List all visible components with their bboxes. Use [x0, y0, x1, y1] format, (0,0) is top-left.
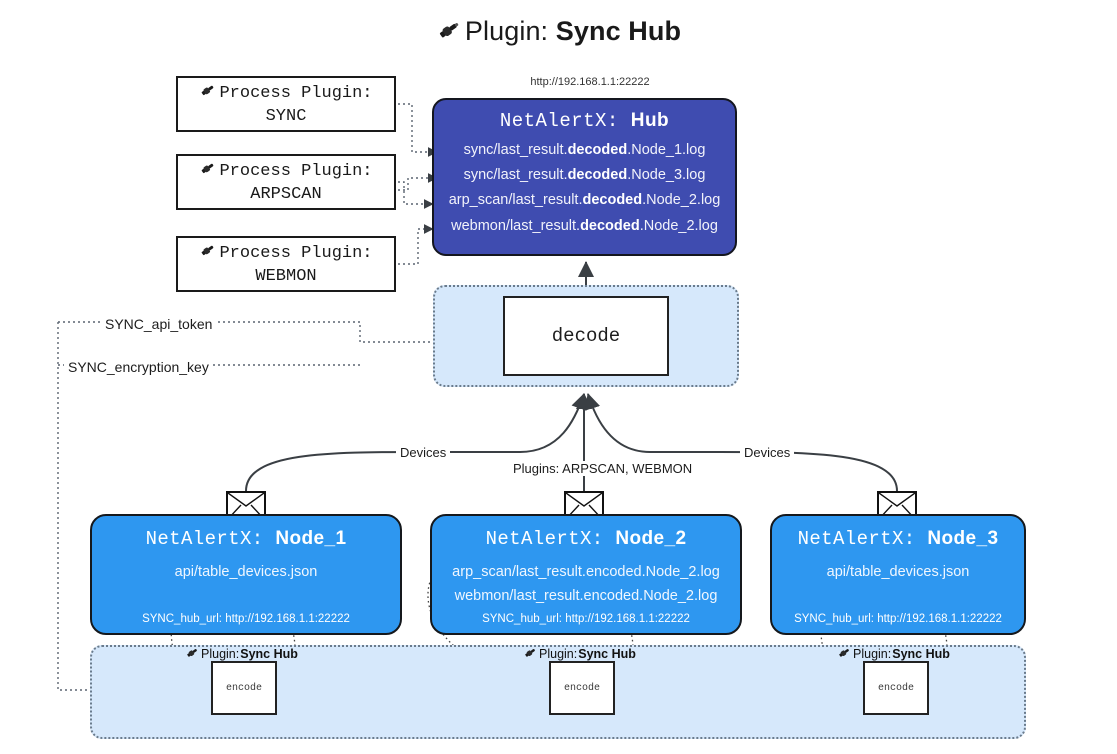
node-log-line: api/table_devices.json: [174, 564, 318, 580]
log-pre: sync/last_result.: [463, 142, 568, 158]
process-plugin-arpscan[interactable]: Process Plugin: ARPSCAN: [176, 154, 396, 210]
log-post: .Node_1.log: [627, 142, 706, 158]
node-title-name: Node_1: [275, 528, 347, 549]
decode-box[interactable]: decode: [503, 296, 669, 376]
plugin-name: Sync Hub: [892, 647, 950, 661]
encode-plugin-label-1: Plugin: Sync Hub: [185, 645, 298, 663]
plug-icon: [199, 159, 217, 184]
node-title: NetAlertX: Node_1: [92, 528, 400, 550]
plug-icon: [837, 645, 852, 663]
node-hub-url: SYNC_hub_url: http://192.168.1.1:22222: [142, 613, 350, 625]
node-title-name: Node_2: [615, 528, 687, 549]
node-title: NetAlertX: Node_2: [432, 528, 740, 550]
node-title: NetAlertX: Node_3: [772, 528, 1024, 550]
log-mid: decoded: [567, 142, 628, 158]
hub-node[interactable]: NetAlertX: Hub sync/last_result.decoded.…: [432, 98, 737, 256]
node-hub-url: SYNC_hub_url: http://192.168.1.1:22222: [794, 613, 1002, 625]
log-pre: sync/last_result.: [463, 167, 568, 184]
edge-label-plugins: Plugins: ARPSCAN, WEBMON: [509, 461, 697, 476]
node-title-prefix: NetAlertX:: [485, 528, 616, 550]
encode-plugin-label-3: Plugin: Sync Hub: [837, 645, 950, 663]
hub-title: NetAlertX: Hub: [434, 110, 735, 132]
process-plugin-name: ARPSCAN: [250, 185, 322, 204]
hub-log-line: arp_scan/last_result.decoded.Node_2.log: [434, 188, 735, 213]
plug-icon: [436, 17, 462, 50]
title-prefix: Plugin:: [464, 16, 556, 46]
process-plugin-label: Process Plugin:: [219, 83, 373, 103]
encode-box-3[interactable]: encode: [863, 661, 929, 715]
hub-log-line: sync/last_result.decoded.Node_3.log: [434, 163, 735, 188]
hub-title-name: Hub: [630, 110, 670, 131]
log-mid: decoded: [580, 217, 640, 234]
process-plugin-name: SYNC: [265, 107, 307, 126]
plug-icon: [185, 645, 200, 663]
hub-log-line: webmon/last_result.decoded.Node_2.log: [434, 214, 735, 239]
hub-url-label: http://192.168.1.1:22222: [530, 76, 650, 88]
edge-label-devices-right: Devices: [740, 445, 795, 460]
edge-label-devices-left: Devices: [396, 445, 451, 460]
plugin-prefix: Plugin:: [539, 647, 578, 661]
node-title-name: Node_3: [927, 528, 999, 549]
sync-api-token-label: SYNC_api_token: [101, 316, 217, 332]
process-plugin-sync[interactable]: Process Plugin: SYNC: [176, 76, 396, 132]
node-hub-url: SYNC_hub_url: http://192.168.1.1:22222: [482, 613, 690, 625]
node-3[interactable]: NetAlertX: Node_3 api/table_devices.json…: [770, 514, 1026, 635]
node-1[interactable]: NetAlertX: Node_1 api/table_devices.json…: [90, 514, 402, 635]
plugin-prefix: Plugin:: [853, 647, 892, 661]
node-log-line: arp_scan/last_result.encoded.Node_2.log: [452, 564, 720, 580]
log-mid: decoded: [567, 167, 628, 184]
sync-encryption-key-label: SYNC_encryption_key: [64, 359, 213, 375]
log-post: .Node_2.log: [642, 192, 721, 209]
process-plugin-webmon[interactable]: Process Plugin: WEBMON: [176, 236, 396, 292]
plugin-name: Sync Hub: [578, 647, 636, 661]
plugin-name: Sync Hub: [240, 647, 298, 661]
plug-icon: [523, 645, 538, 663]
encode-box-2[interactable]: encode: [549, 661, 615, 715]
log-pre: arp_scan/last_result.: [448, 192, 583, 209]
node-2[interactable]: NetAlertX: Node_2 arp_scan/last_result.e…: [430, 514, 742, 635]
encode-plugin-label-2: Plugin: Sync Hub: [523, 645, 636, 663]
encode-box-1[interactable]: encode: [211, 661, 277, 715]
process-plugin-name: WEBMON: [255, 267, 317, 286]
log-post: .Node_2.log: [639, 217, 718, 234]
log-mid: decoded: [582, 192, 643, 209]
hub-title-prefix: NetAlertX:: [499, 110, 631, 132]
node-title-prefix: NetAlertX:: [797, 528, 928, 550]
plug-icon: [199, 241, 217, 266]
log-post: .Node_3.log: [627, 167, 706, 184]
node-log-line: webmon/last_result.encoded.Node_2.log: [454, 588, 718, 605]
page-title: Plugin: Sync Hub: [0, 16, 1117, 50]
process-plugin-label: Process Plugin:: [219, 243, 373, 263]
hub-log-line: sync/last_result.decoded.Node_1.log: [434, 138, 735, 163]
node-log-line: api/table_devices.json: [826, 564, 970, 580]
log-pre: webmon/last_result.: [451, 217, 581, 234]
process-plugin-label: Process Plugin:: [219, 161, 373, 181]
plug-icon: [199, 81, 217, 106]
node-title-prefix: NetAlertX:: [145, 528, 276, 550]
title-name: Sync Hub: [555, 16, 682, 46]
plugin-prefix: Plugin:: [201, 647, 240, 661]
